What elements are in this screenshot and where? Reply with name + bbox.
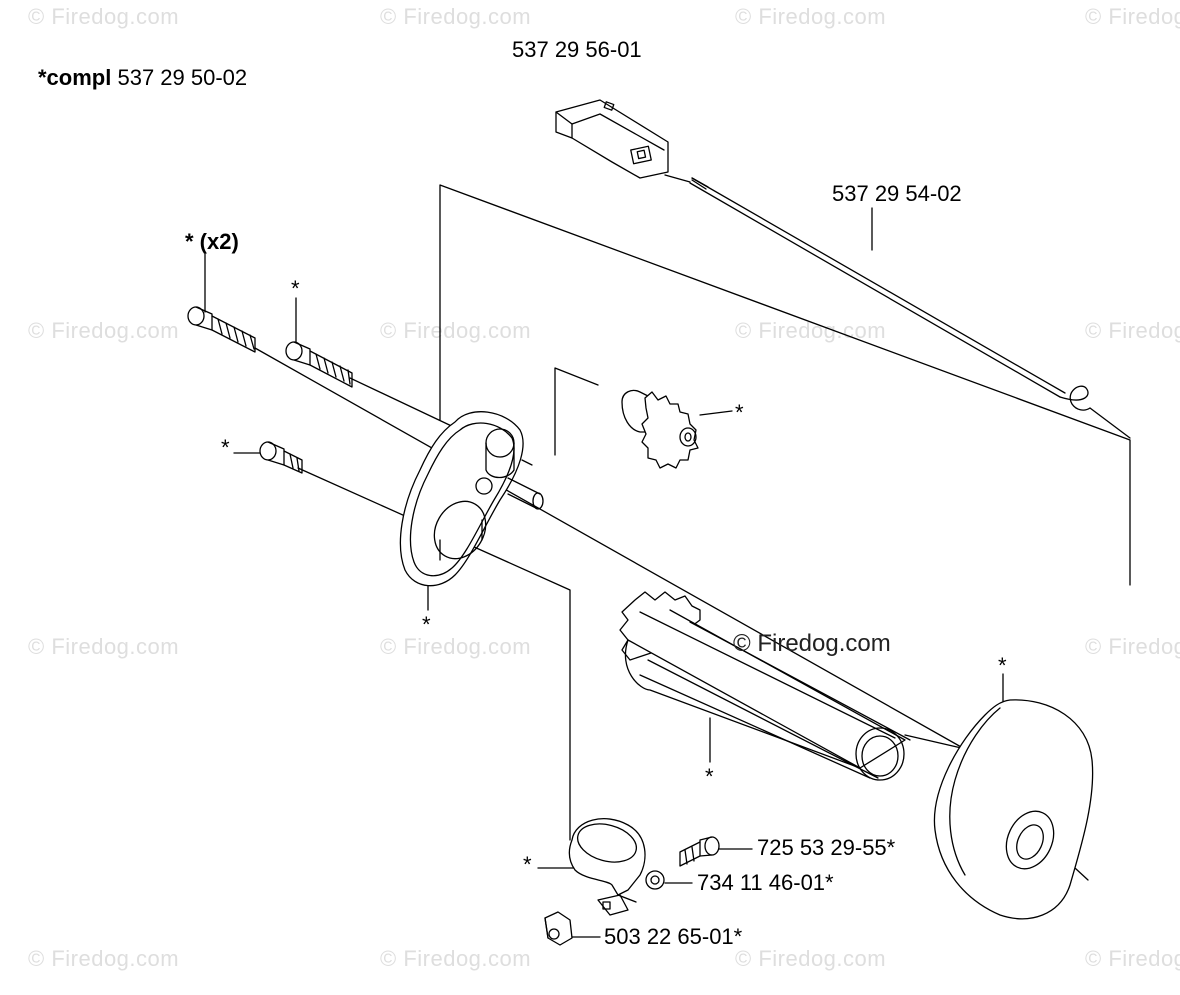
watermark: © Firedog.com [1085, 634, 1180, 659]
leader-lines [204, 174, 1131, 938]
frame-line-top [439, 184, 1131, 586]
asterisk-grip: * [705, 764, 714, 789]
axis-line-top-screw [254, 347, 971, 753]
cover-part [555, 99, 669, 179]
label-screw-x2: * (x2) [185, 229, 239, 254]
watermark: © Firedog.com [28, 634, 180, 659]
compl-number: 537 29 50-02 [117, 65, 248, 90]
frame-line-gear [554, 367, 599, 456]
watermark: © Firedog.com [28, 946, 180, 971]
label-screw-small: 725 53 29-55* [757, 835, 896, 860]
watermark: © Firedog.com [28, 4, 180, 29]
nut-part [544, 911, 573, 946]
rod-part [689, 177, 1091, 411]
leader-gear [699, 410, 733, 416]
watermark: © Firedog.com [1085, 318, 1180, 343]
end-cap-part [933, 699, 1094, 920]
watermark: © Firedog.com [380, 318, 532, 343]
asterisk-small-screw: * [221, 435, 230, 460]
clamp-part [568, 818, 646, 916]
label-rod: 537 29 54-02 [832, 181, 962, 206]
asterisk-endcap: * [998, 653, 1007, 678]
watermark: © Firedog.com [1085, 4, 1180, 29]
axis-line-second-screw [349, 377, 461, 431]
mounting-plate-part [399, 411, 544, 587]
center-watermark: © Firedog.com [733, 630, 891, 657]
grip-part [619, 591, 911, 781]
screw-small-part [679, 836, 720, 867]
asterisk-clamp: * [523, 852, 532, 877]
compl-prefix: *compl [38, 65, 112, 90]
screw-short [259, 441, 303, 474]
watermark: © Firedog.com [735, 946, 887, 971]
label-cover: 537 29 56-01 [512, 37, 642, 62]
watermark: © Firedog.com [735, 4, 887, 29]
watermark: © Firedog.com [1085, 946, 1180, 971]
watermark: © Firedog.com [28, 318, 180, 343]
label-nut: 503 22 65-01* [604, 924, 743, 949]
axis-line-clamp [297, 467, 571, 841]
label-washer: 734 11 46-01* [697, 870, 834, 895]
asterisk-plate: * [422, 612, 431, 637]
assembly-label: *compl 537 29 50-02 [38, 66, 247, 90]
gear-part [621, 389, 699, 469]
screw-long-x2 [187, 306, 256, 353]
washer-part [645, 870, 665, 890]
watermark: © Firedog.com [380, 4, 532, 29]
asterisk-gear: * [735, 400, 744, 425]
watermark: © Firedog.com [380, 946, 532, 971]
watermark: © Firedog.com [380, 634, 532, 659]
screw-long [285, 341, 353, 388]
asterisk-screw: * [291, 276, 300, 301]
